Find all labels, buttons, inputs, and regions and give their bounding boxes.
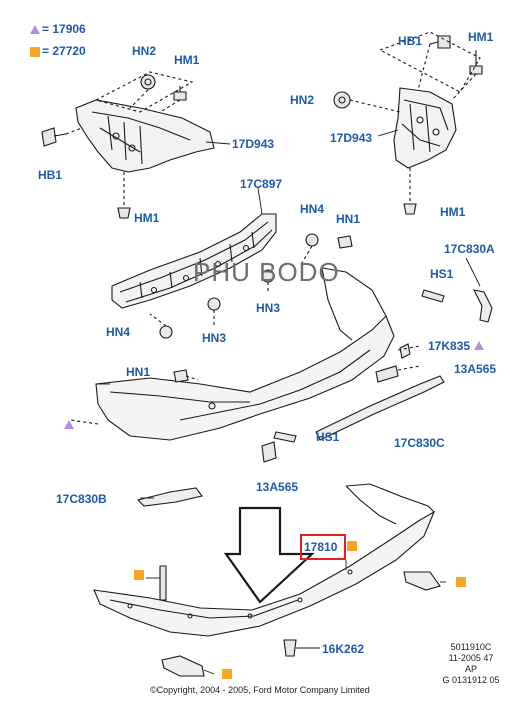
legend-triangle-value: = 17906 (42, 22, 86, 36)
hn2-nut-left (140, 74, 156, 90)
label-hm1-right-top: HM1 (468, 30, 494, 44)
triangle-icon (30, 25, 40, 35)
hb1-clip-right (429, 35, 451, 49)
hm1-screw-left-top (173, 86, 187, 101)
label-hs1-top: HS1 (430, 267, 454, 281)
hn1-clip-top (337, 235, 353, 249)
square-icon (456, 577, 466, 587)
right-bracket-17d943 (393, 87, 457, 169)
square-icon (222, 669, 232, 679)
label-hn4-top: HN4 (300, 202, 325, 216)
square-icon (30, 46, 40, 57)
label-17d943-left: 17D943 (232, 137, 275, 151)
label-16k262: 16K262 (322, 642, 365, 656)
label-hm1-left-top: HM1 (174, 53, 200, 67)
label-17c897: 17C897 (240, 177, 283, 191)
plate-bottom-left (161, 655, 205, 677)
label-17c830c: 17C830C (394, 436, 445, 450)
label-hs1-mid: HS1 (316, 430, 340, 444)
reflector-13a565-right (375, 365, 399, 383)
bracket-17k835 (399, 343, 411, 359)
copyright: ©Copyright, 2004 - 2005, Ford Motor Comp… (150, 685, 370, 695)
legend-square: = 27720 (30, 44, 86, 58)
label-hn1-mid: HN1 (126, 365, 151, 379)
label-hm1-left-bottom: HM1 (134, 211, 160, 225)
triangle-icon (474, 341, 484, 350)
hs1-bolt-top (421, 289, 445, 303)
label-13a565-mid: 13A565 (256, 480, 299, 494)
label-17k835: 17K835 (428, 339, 471, 353)
legend-square-value: = 27720 (42, 44, 86, 58)
hm1-screw-right-bottom (403, 168, 417, 215)
hs1-bolt-mid (273, 431, 297, 443)
bracket-17c830b (136, 487, 203, 507)
hb1-clip-left (41, 127, 67, 147)
strip-17c830c (315, 375, 445, 441)
hm1-screw-right-top (469, 50, 483, 75)
hn4-nut-left (159, 325, 173, 339)
triangle-icon (64, 420, 74, 429)
watermark: PHU BODO (193, 257, 340, 287)
square-icon (347, 541, 357, 551)
label-hn2-left: HN2 (132, 44, 157, 58)
valance-17810 (93, 483, 436, 637)
label-hn1-top: HN1 (336, 212, 361, 226)
indicator-arrow (223, 506, 315, 604)
label-hn4-left: HN4 (106, 325, 131, 339)
doc-code: 5011910C 11-2005 47 AP G 0131912 05 (440, 642, 502, 686)
doc-code-line1: 5011910C (450, 642, 492, 652)
label-13a565-right: 13A565 (454, 362, 497, 376)
bracket-bottom-right (403, 571, 441, 591)
fastener-16k262 (283, 639, 297, 657)
hn4-nut-top (305, 233, 319, 247)
label-hn2-right: HN2 (290, 93, 315, 107)
legend-triangle: = 17906 (30, 22, 86, 36)
doc-code-line2: 11-2005 47 (448, 653, 494, 663)
label-17c830a: 17C830A (444, 242, 495, 256)
square-icon (134, 570, 144, 580)
label-17d943-right: 17D943 (330, 131, 373, 145)
hn2-nut-right (333, 91, 351, 109)
label-hm1-right-bottom: HM1 (440, 205, 466, 219)
label-hn3-right: HN3 (256, 301, 281, 315)
label-17c830b: 17C830B (56, 492, 107, 506)
label-17810: 17810 (304, 540, 338, 554)
left-bracket-17d943 (75, 99, 215, 173)
bumper-cover (95, 267, 395, 441)
bracket-17c830a (473, 289, 493, 323)
beam-17c897 (111, 213, 277, 309)
hn3-nut-left (207, 297, 221, 311)
screw-bottom-left (159, 565, 167, 601)
hm1-screw-left-bottom (117, 196, 131, 219)
label-hb1-right: HB1 (398, 34, 423, 48)
highlight-box (300, 534, 346, 560)
reflector-13a565-mid (261, 441, 277, 463)
doc-code-line4: G 0131912 05 (442, 675, 500, 685)
label-hb1-left: HB1 (38, 168, 63, 182)
label-hn3-left: HN3 (202, 331, 227, 345)
hn1-clip-mid (173, 369, 189, 383)
doc-code-line3: AP (464, 664, 477, 674)
